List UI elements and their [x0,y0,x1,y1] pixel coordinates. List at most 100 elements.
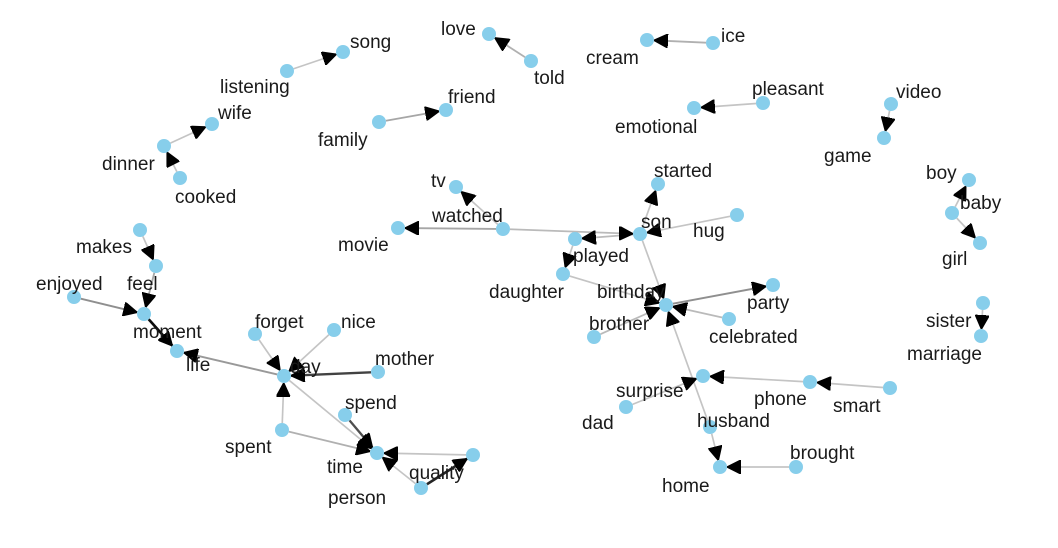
edge-quality-time [384,453,467,455]
node-person [414,481,428,495]
node-family [372,115,386,129]
edge-smart-phone [817,383,884,388]
node-label-cooked: cooked [175,187,236,208]
node-cooked [173,171,187,185]
edge-person-time [382,457,417,485]
node-life [170,344,184,358]
edge-son-started [641,191,655,228]
edge-husband-birthday [668,312,709,421]
node-label-mother: mother [375,349,435,370]
node-label-phone: phone [754,389,807,410]
node-label-day: day [290,357,321,378]
node-played [568,232,582,246]
node-girl [973,236,987,250]
node-makes [133,223,147,237]
node-song [336,45,350,59]
node-label-boy: boy [926,163,957,184]
node-label-spend: spend [345,393,397,414]
node-game [877,131,891,145]
edge-son-birthday [641,240,663,299]
edge-played-daughter [565,245,572,268]
edge-spent-time [288,430,370,452]
node-dad [619,400,633,414]
node-label-time: time [327,457,363,478]
node-label-makes: makes [76,237,132,258]
node-label-forget: forget [255,312,304,333]
node-label-husband: husband [697,411,770,432]
node-label-birthday: birthday [597,282,665,303]
node-label-video: video [896,82,941,103]
edge-listening-song [293,54,337,70]
edge-day-time [288,379,371,448]
node-video [884,97,898,111]
node-enjoyed [67,290,81,304]
node-label-song: song [350,32,391,53]
node-brought [789,460,803,474]
node-label-daughter: daughter [489,282,565,303]
node-label-person: person [328,488,386,509]
edge-sister-marriage [981,309,982,329]
node-label-brother: brother [589,314,650,335]
node-cream [640,33,654,47]
node-label-son: son [641,212,672,233]
edge-dad-surprise [632,379,696,406]
node-dinner [157,139,171,153]
edge-enjoyed-moment [80,297,137,313]
node-label-friend: friend [448,87,496,108]
node-label-emotional: emotional [615,117,697,138]
node-label-spent: spent [225,437,272,458]
node-wife [205,117,219,131]
node-pleasant [756,96,770,110]
node-hug [730,208,744,222]
edge-pleasant-emotional [701,104,757,108]
edge-phone-surprise [710,376,804,381]
node-label-dad: dad [582,413,614,434]
node-label-sister: sister [926,311,972,332]
edge-makes-feel [143,236,153,259]
edge-son-played [582,235,634,239]
edge-family-friend [385,111,439,122]
label-layer: songlisteningwifedinnercookedlovetoldfam… [36,19,1002,509]
edge-watched-son [509,229,633,233]
edge-watched-movie [405,228,497,229]
node-label-feel: feel [127,274,158,295]
node-tv [449,180,463,194]
node-home [713,460,727,474]
edge-forget-day [258,339,280,370]
node-label-played: played [573,246,629,267]
edge-video-game [885,110,889,131]
node-label-brought: brought [790,443,855,464]
edge-husband-home [712,433,719,460]
edge-person-quality [426,457,467,486]
edge-celebrated-birthday [673,307,723,319]
node-label-smart: smart [833,396,881,417]
node-label-ice: ice [721,26,745,47]
node-boy [962,173,976,187]
edge-told-love [495,38,526,58]
node-label-girl: girl [942,249,967,270]
node-surprise [696,369,710,383]
node-mother [371,365,385,379]
node-label-home: home [662,476,710,497]
node-husband [703,420,717,434]
node-son [633,227,647,241]
edge-cooked-dinner [166,152,177,173]
node-birthday [659,298,673,312]
node-party [766,278,780,292]
edge-spent-day [282,383,283,424]
node-watched [496,222,510,236]
edge-ice-cream [654,40,707,42]
node-label-game: game [824,146,872,167]
node-forget [248,327,262,341]
node-baby [945,206,959,220]
node-movie [391,221,405,235]
node-marriage [974,329,988,343]
node-phone [803,375,817,389]
node-label-party: party [747,293,790,314]
node-sister [976,296,990,310]
edge-daughter-birthday [569,275,660,303]
edge-nice-day [289,334,330,372]
edge-dinner-wife [170,127,205,144]
edge-layer [80,38,983,486]
